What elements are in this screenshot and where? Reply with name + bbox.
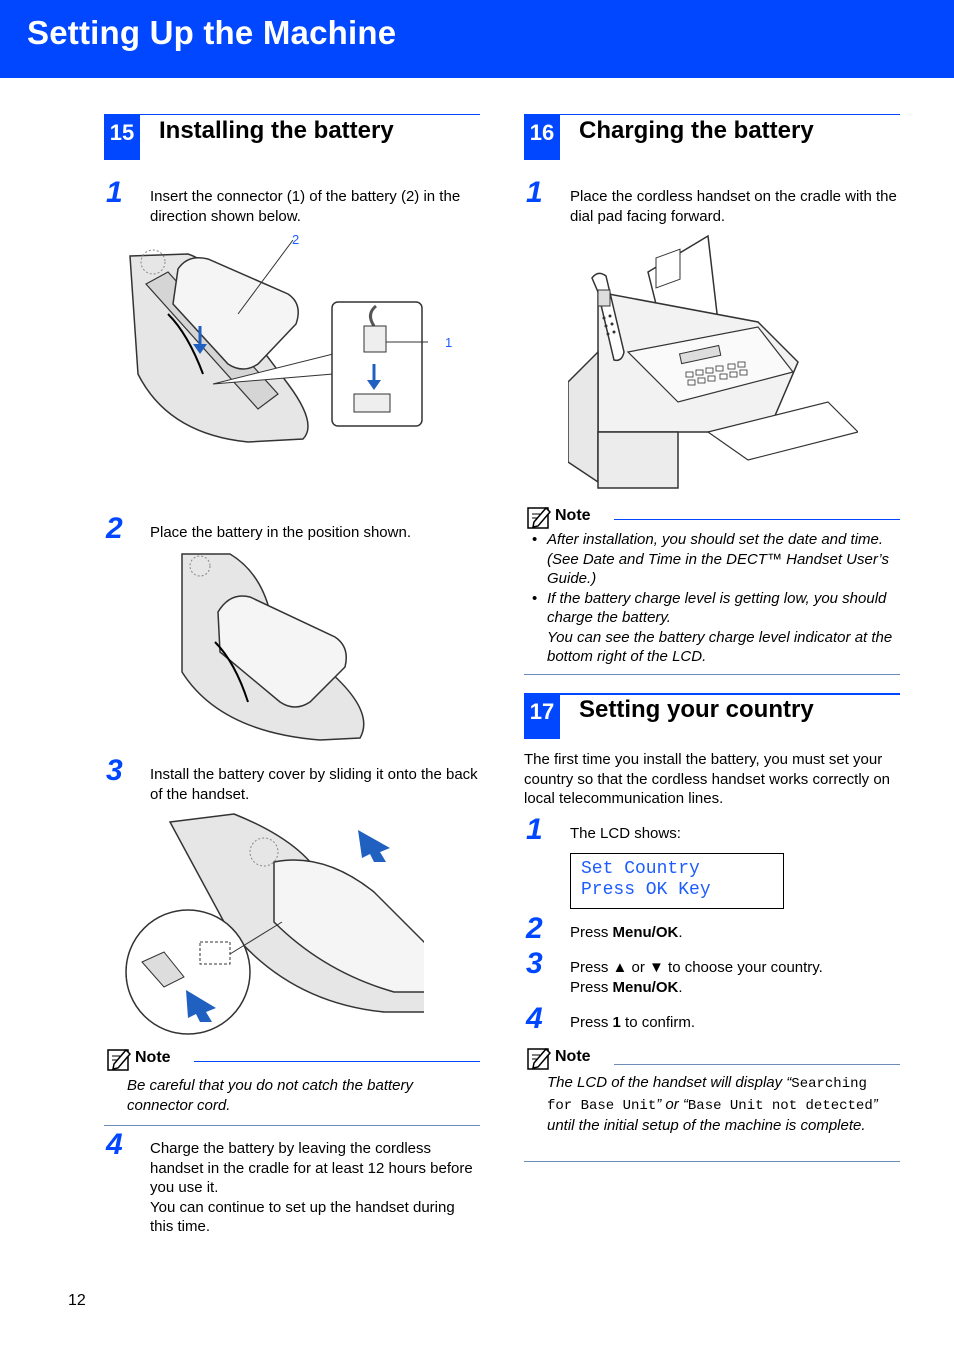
note-pencil-icon — [527, 506, 552, 529]
note-label: Note — [555, 507, 591, 524]
battery-connector-illustration — [129, 239, 428, 443]
note-label: Note — [555, 1048, 591, 1065]
note-text: Be careful that you do not catch the bat… — [127, 1077, 414, 1114]
step-number: 2 — [526, 912, 543, 945]
key-label: Menu/OK — [612, 924, 679, 941]
step-text: Install the battery cover by sliding it … — [150, 766, 478, 803]
step-text: Press 1 to confirm. — [570, 1014, 696, 1031]
step-text: The LCD shows: — [570, 825, 681, 842]
section-15: 15 Installing the battery 1 Insert the c… — [104, 114, 480, 1254]
step-text-line: Charge the battery by leaving the cordle… — [150, 1140, 473, 1196]
note-pencil-icon — [107, 1048, 132, 1071]
callout-label-1: 1 — [445, 335, 453, 350]
section-intro: The first time you install the battery, … — [524, 751, 891, 807]
note-bullet: If the battery charge level is getting l… — [524, 589, 900, 667]
step-number: 3 — [526, 947, 543, 980]
section-title: Setting your country — [579, 696, 814, 723]
page-header-banner: Setting Up the Machine — [0, 0, 954, 78]
step-text: Press ▲ or ▼ to choose your country. Pre… — [570, 959, 823, 996]
section-15-header: 15 Installing the battery — [104, 114, 480, 162]
section-title: Charging the battery — [579, 117, 814, 144]
note-bullet: After installation, you should set the d… — [524, 530, 900, 589]
step-text: Place the cordless handset on the cradle… — [570, 188, 897, 225]
lcd-line: Set Country — [581, 859, 700, 879]
note-list: After installation, you should set the d… — [524, 530, 900, 667]
lcd-display: Set Country Press OK Key — [570, 853, 784, 909]
note-box: Note The LCD of the handset will display… — [524, 1045, 900, 1163]
section-number: 17 — [524, 693, 560, 739]
note-pencil-icon — [527, 1047, 552, 1070]
section-16: 16 Charging the battery 1 Place the cord… — [524, 114, 900, 676]
key-label: 1 — [612, 1014, 621, 1031]
note-text: The LCD of the handset will display “Sea… — [547, 1074, 878, 1134]
step-text: Insert the connector (1) of the battery … — [150, 188, 461, 225]
lcd-line: Press OK Key — [581, 880, 711, 900]
step-text-line: You can continue to set up the handset d… — [150, 1198, 455, 1236]
section-number: 15 — [104, 114, 140, 160]
section-17: 17 Setting your country The first time y… — [524, 693, 900, 1163]
step-text: Place the battery in the position shown. — [150, 524, 411, 541]
section-number: 16 — [524, 114, 560, 160]
key-label: Menu/OK — [612, 978, 679, 996]
page-title: Setting Up the Machine — [27, 14, 397, 51]
note-label: Note — [135, 1049, 171, 1066]
battery-position-illustration — [181, 553, 365, 741]
section-17-header: 17 Setting your country — [524, 693, 900, 741]
page-number: 12 — [68, 1292, 86, 1309]
step-number: 4 — [526, 1002, 543, 1035]
fax-machine-with-handset-illustration — [568, 234, 858, 489]
step-number: 1 — [106, 176, 123, 209]
step-number: 1 — [526, 813, 543, 846]
step-number: 3 — [106, 754, 123, 787]
section-title: Installing the battery — [159, 117, 394, 144]
note-box: Note Be careful that you do not catch th… — [104, 1046, 480, 1126]
step-text: Charge the battery by leaving the cordle… — [150, 1139, 480, 1237]
note-box: Note After installation, you should set … — [524, 504, 900, 676]
battery-cover-illustration — [125, 813, 424, 1035]
step-number: 4 — [106, 1128, 123, 1161]
step-text: Press Menu/OK. — [570, 924, 683, 941]
callout-label-2: 2 — [292, 232, 300, 247]
step-number: 1 — [526, 176, 543, 209]
section-16-header: 16 Charging the battery — [524, 114, 900, 162]
step-number: 2 — [106, 512, 123, 545]
